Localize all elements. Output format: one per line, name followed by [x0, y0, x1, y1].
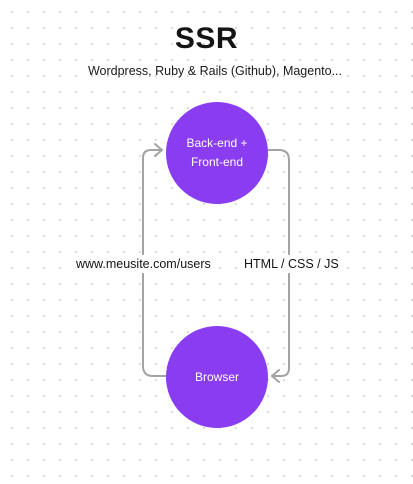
browser-node-label: Browser: [194, 369, 239, 384]
response-arrowhead: [271, 369, 280, 383]
server-node-label: Back-end + Front-end: [186, 136, 248, 169]
diagram-subtitle: Wordpress, Ruby & Rails (Github), Magent…: [87, 64, 343, 78]
browser-node: Browser: [166, 326, 268, 428]
server-node: Back-end + Front-end: [166, 102, 268, 204]
diagram-title: SSR: [174, 22, 239, 55]
response-edge-label: HTML / CSS / JS: [244, 255, 339, 273]
request-edge-label: www.meusite.com/users: [76, 255, 211, 273]
request-arrowhead: [154, 143, 163, 157]
